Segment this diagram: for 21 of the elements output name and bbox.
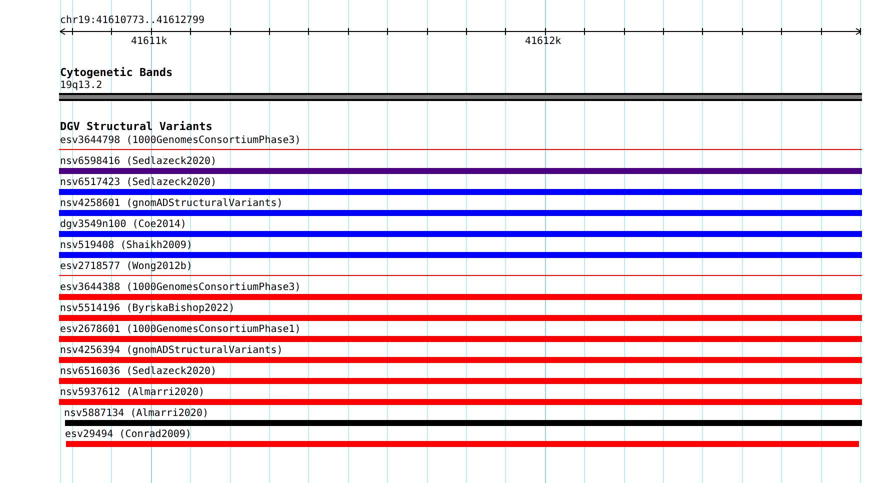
track-heading: DGV Structural Variants <box>60 121 212 132</box>
band-label: 19q13.2 <box>60 80 102 91</box>
variant-label: nsv519408 (Shaikh2009) <box>60 240 192 251</box>
variant-label: nsv5887134 (Almarri2020) <box>64 408 208 419</box>
variant-label: nsv5937612 (Almarri2020) <box>60 387 204 398</box>
variant-label: nsv4256394 (gnomADStructuralVariants) <box>60 345 283 356</box>
variant-label: nsv4258601 (gnomADStructuralVariants) <box>60 198 283 209</box>
tick-label: 41612k <box>525 36 562 47</box>
variant-label: nsv5514196 (ByrskaBishop2022) <box>60 303 235 314</box>
variant-label: nsv6517423 (Sedlazeck2020) <box>60 177 217 188</box>
variant-label: nsv6598416 (Sedlazeck2020) <box>60 156 217 167</box>
variant-label: esv3644798 (1000GenomesConsortiumPhase3) <box>60 135 301 146</box>
variant-label: esv2678601 (1000GenomesConsortiumPhase1) <box>60 324 301 335</box>
variant-label: esv3644388 (1000GenomesConsortiumPhase3) <box>60 282 301 293</box>
location-label: chr19:41610773..41612799 <box>60 15 204 26</box>
variant-label: dgv3549n100 (Coe2014) <box>60 219 186 230</box>
variant-label: nsv6516036 (Sedlazeck2020) <box>60 366 217 377</box>
tick-label: 41611k <box>131 36 168 47</box>
variant-label: esv2718577 (Wong2012b) <box>60 261 192 272</box>
variant-label: esv29494 (Conrad2009) <box>65 429 192 440</box>
track-heading: Cytogenetic Bands <box>60 67 173 78</box>
